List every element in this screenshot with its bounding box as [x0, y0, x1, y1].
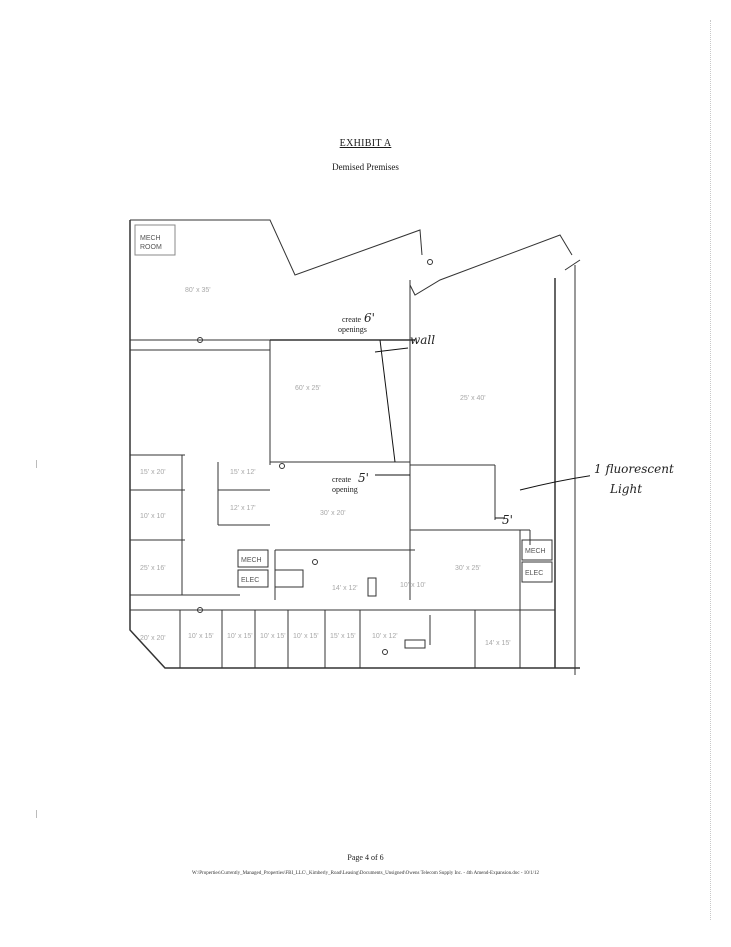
- outer-wall-angled: [409, 234, 573, 296]
- room-label: 10' x 15': [293, 633, 319, 640]
- outer-wall-right2: [564, 259, 581, 271]
- annotation-opening: opening: [332, 485, 358, 494]
- door-symbol: [279, 463, 285, 469]
- scan-mark: [36, 810, 37, 818]
- room-label: 80' x 35': [185, 287, 211, 294]
- room-label: 15' x 20': [140, 469, 166, 476]
- room-label: 20' x 20': [140, 635, 166, 642]
- room-label: 10' x 10': [140, 513, 166, 520]
- room-label: 25' x 16': [140, 565, 166, 572]
- room-label: ELEC: [241, 577, 259, 584]
- door-symbol: [197, 337, 203, 343]
- elec-small: [237, 569, 269, 588]
- page-number: Page 4 of 6: [347, 853, 384, 862]
- room-label: 10' x 10': [400, 582, 426, 589]
- floor-plan: MECH ROOM 80' x 35' 60' x 25' 25' x 40' …: [110, 200, 590, 680]
- floor-plan-drawing: MECH ROOM 80' x 35' 60' x 25' 25' x 40' …: [129, 219, 590, 675]
- door-symbol: [312, 559, 318, 565]
- page-edge: [709, 20, 711, 920]
- mech-room-top: [134, 224, 176, 256]
- room-label: 10' x 15': [227, 633, 253, 640]
- room-label: 10' x 15': [260, 633, 286, 640]
- file-path: W:\Properties\Currently_Managed_Properti…: [191, 871, 540, 876]
- annotation-five-prime-right: 5': [502, 513, 513, 527]
- room-label: ROOM: [140, 244, 162, 251]
- room-label: MECH: [241, 557, 262, 564]
- door-symbol: [197, 607, 203, 613]
- annotation-create-mid: create: [332, 475, 352, 484]
- annotation-five-prime: 5': [358, 471, 369, 485]
- room-label: 30' x 25': [455, 565, 481, 572]
- exhibit-subtitle: Demised Premises: [332, 162, 399, 172]
- room-label: 60' x 25': [295, 385, 321, 392]
- annotation-create: create: [342, 315, 362, 324]
- room-label: 15' x 12': [230, 469, 256, 476]
- markup-line: [519, 475, 590, 491]
- door-symbol: [382, 649, 388, 655]
- room-label: 12' x 17': [230, 505, 256, 512]
- column: [404, 639, 426, 649]
- room-label: MECH: [525, 548, 546, 555]
- annotation-light: Light: [609, 482, 642, 496]
- fluorescent-note: 1 fluorescent Light: [594, 462, 674, 496]
- annotation-openings: openings: [338, 325, 367, 334]
- outer-wall: [129, 220, 580, 669]
- column: [367, 577, 377, 597]
- room-label: 10' x 12': [372, 633, 398, 640]
- room-label: 15' x 15': [330, 633, 356, 640]
- scan-mark: [36, 460, 37, 468]
- markup-line: [379, 339, 396, 463]
- mech-right: [521, 539, 553, 561]
- room-label: MECH: [140, 235, 161, 242]
- mech-small: [237, 549, 269, 568]
- annotation-wall: wall: [410, 333, 435, 347]
- annotation-fluorescent: 1 fluorescent: [594, 462, 674, 476]
- room-label: 14' x 15': [485, 640, 511, 647]
- room-label: ELEC: [525, 570, 543, 577]
- room-label: 30' x 20': [320, 510, 346, 517]
- outer-wall-top: [130, 219, 423, 276]
- door-symbol: [427, 259, 433, 265]
- annotation-six-prime: 6': [364, 311, 375, 325]
- exhibit-title: EXHIBIT A: [339, 138, 392, 149]
- elec-right: [521, 561, 553, 583]
- elec-box: [274, 569, 304, 588]
- room-label: 25' x 40': [460, 395, 486, 402]
- room-label: 14' x 12': [332, 585, 358, 592]
- markup-line: [374, 347, 409, 353]
- room-label: 10' x 15': [188, 633, 214, 640]
